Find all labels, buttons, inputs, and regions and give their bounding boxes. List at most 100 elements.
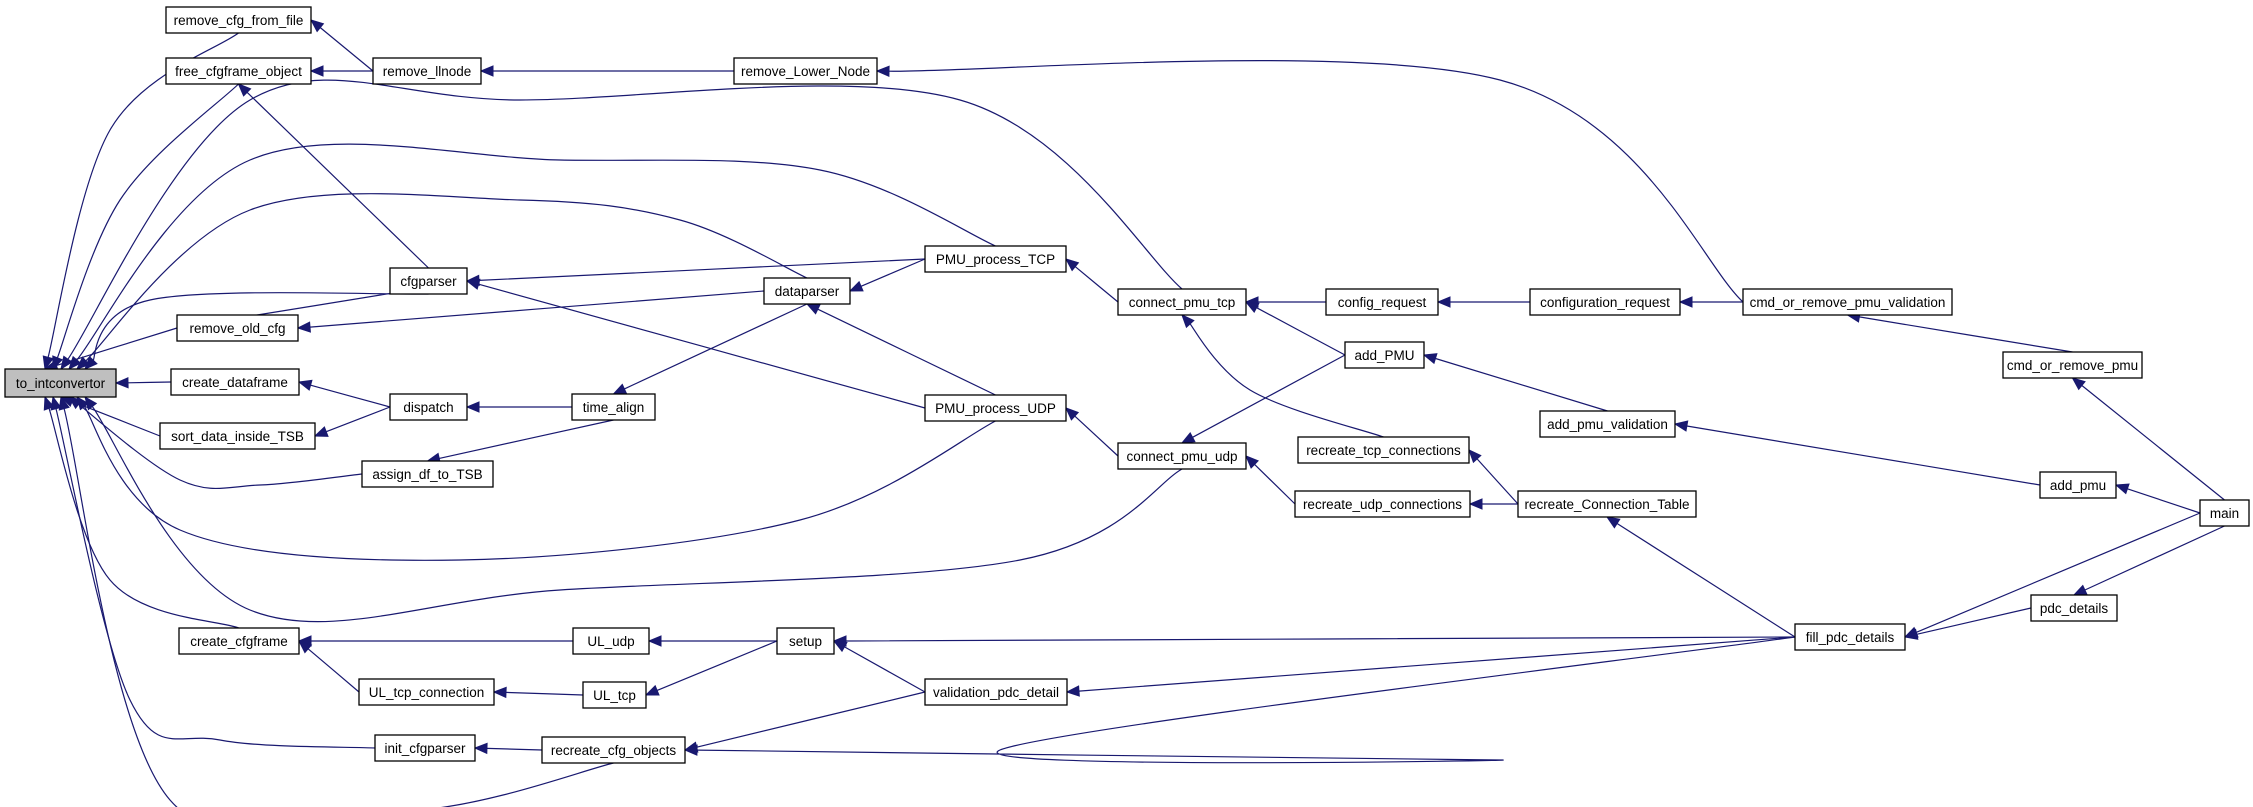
arrowhead-icon	[492, 686, 507, 699]
node-free_cfgframe_object[interactable]: free_cfgframe_object	[165, 57, 312, 85]
node-to_intconvertor[interactable]: to_intconvertor	[4, 368, 117, 398]
edge-line	[439, 419, 614, 459]
edge-line	[83, 406, 996, 561]
arrowhead-icon	[683, 744, 698, 756]
node-cmd_or_remove_pmu[interactable]: cmd_or_remove_pmu	[2002, 351, 2143, 379]
arrowhead-icon	[76, 356, 91, 370]
edge-cfgparser-to-to_intconvertor	[84, 292, 429, 370]
node-add_pmu[interactable]: add_pmu	[2039, 471, 2117, 499]
node-configuration_request[interactable]: configuration_request	[1529, 288, 1681, 316]
node-box	[1297, 436, 1470, 464]
node-create_cfgframe[interactable]: create_cfgframe	[178, 627, 300, 655]
edge-line	[1915, 512, 2201, 633]
edge-dataparser-to-remove_old_cfg	[296, 290, 765, 333]
node-remove_llnode[interactable]: remove_llnode	[372, 57, 482, 85]
node-recreate_cfg_objects[interactable]: recreate_cfg_objects	[541, 736, 686, 764]
node-assign_df_to_TSB[interactable]: assign_df_to_TSB	[361, 460, 494, 488]
node-label: to_intconvertor	[16, 376, 106, 391]
node-setup[interactable]: setup	[776, 627, 835, 655]
node-label: add_pmu_validation	[1547, 417, 1668, 432]
edge-line	[2127, 488, 2201, 514]
node-main[interactable]: main	[2199, 499, 2250, 527]
edge-add_pmu-to-add_pmu_validation	[1673, 420, 2041, 486]
edge-line	[1916, 607, 2032, 635]
node-label: UL_tcp_connection	[369, 685, 485, 700]
arrowhead-icon	[1903, 628, 1919, 640]
edge-add_pmu_validation-to-add_PMU	[1422, 353, 1608, 412]
node-PMU_process_TCP[interactable]: PMU_process_TCP	[924, 245, 1067, 273]
node-box	[776, 627, 835, 655]
node-sort_data_inside_TSB[interactable]: sort_data_inside_TSB	[159, 422, 316, 450]
node-remove_cfg_from_file[interactable]: remove_cfg_from_file	[165, 6, 312, 34]
node-create_dataframe[interactable]: create_dataframe	[170, 368, 300, 396]
edge-line	[845, 636, 1796, 642]
node-UL_tcp[interactable]: UL_tcp	[582, 681, 647, 709]
node-recreate_Connection_Table[interactable]: recreate_Connection_Table	[1517, 490, 1697, 518]
node-label: cfgparser	[400, 274, 457, 289]
node-box	[1742, 288, 1953, 316]
node-box	[2199, 499, 2250, 527]
node-cfgparser[interactable]: cfgparser	[389, 267, 468, 295]
node-label: recreate_tcp_connections	[1306, 443, 1461, 458]
arrowhead-icon	[2114, 483, 2130, 495]
arrowhead-icon	[2072, 584, 2088, 596]
node-recreate_udp_connections[interactable]: recreate_udp_connections	[1294, 490, 1471, 518]
node-UL_udp[interactable]: UL_udp	[572, 627, 650, 655]
node-fill_pdc_details[interactable]: fill_pdc_details	[1794, 623, 1906, 651]
node-box	[924, 394, 1067, 422]
node-cmd_or_remove_pmu_validation[interactable]: cmd_or_remove_pmu_validation	[1742, 288, 1953, 316]
node-label: add_pmu	[2050, 478, 2106, 493]
edge-fill_pdc_details-to-recreate_Connection_Table	[1605, 516, 1796, 638]
edge-line	[55, 408, 376, 749]
arrowhead-icon	[309, 65, 324, 77]
node-PMU_process_UDP[interactable]: PMU_process_UDP	[924, 394, 1067, 422]
edge-validation_pdc_detail-to-recreate_cfg_objects	[683, 691, 926, 753]
arrowhead-icon	[1180, 432, 1196, 444]
node-label: remove_llnode	[383, 64, 472, 79]
node-add_pmu_validation[interactable]: add_pmu_validation	[1539, 410, 1676, 438]
arrowhead-icon	[1181, 314, 1195, 329]
node-box	[389, 393, 468, 421]
edge-setup-to-UL_tcp	[644, 640, 778, 696]
arrowhead-icon	[1605, 516, 1621, 529]
edge-line	[48, 408, 240, 629]
node-layer: to_intconvertor remove_cfg_from_file free_…	[4, 6, 2250, 764]
node-box	[2039, 471, 2117, 499]
node-label: main	[2210, 506, 2239, 521]
node-remove_Lower_Node[interactable]: remove_Lower_Node	[733, 57, 878, 85]
node-time_align[interactable]: time_align	[571, 393, 656, 421]
arrowhead-icon	[465, 278, 481, 290]
node-validation_pdc_detail[interactable]: validation_pdc_detail	[924, 678, 1068, 706]
arrowhead-icon	[832, 640, 848, 653]
edge-line	[47, 32, 239, 358]
node-dispatch[interactable]: dispatch	[389, 393, 468, 421]
arrowhead-icon	[1064, 258, 1080, 272]
node-dataparser[interactable]: dataparser	[763, 277, 851, 305]
node-remove_old_cfg[interactable]: remove_old_cfg	[176, 314, 299, 342]
node-connect_pmu_udp[interactable]: connect_pmu_udp	[1117, 442, 1247, 470]
node-label: time_align	[583, 400, 645, 415]
edge-connect_pmu_udp-to-PMU_process_UDP	[1065, 407, 1119, 457]
node-init_cfgparser[interactable]: init_cfgparser	[374, 734, 476, 762]
edge-layer	[42, 19, 2225, 807]
edge-line	[696, 636, 1796, 764]
node-box	[170, 368, 300, 396]
node-box	[165, 57, 312, 85]
node-recreate_tcp_connections[interactable]: recreate_tcp_connections	[1297, 436, 1470, 464]
node-box	[1794, 623, 1906, 651]
node-connect_pmu_tcp[interactable]: connect_pmu_tcp	[1117, 288, 1247, 316]
node-label: sort_data_inside_TSB	[171, 429, 304, 444]
node-UL_tcp_connection[interactable]: UL_tcp_connection	[358, 678, 495, 706]
edge-recreate_cfg_objects-to-init_cfgparser	[473, 742, 543, 755]
node-config_request[interactable]: config_request	[1325, 288, 1439, 316]
edge-main-to-pdc_details	[2072, 525, 2225, 596]
edge-line	[1435, 357, 1608, 412]
arrowhead-icon	[84, 355, 98, 370]
node-box	[1117, 442, 1247, 470]
node-label: validation_pdc_detail	[933, 685, 1059, 700]
edge-init_cfgparser-to-to_intconvertor	[50, 395, 376, 749]
arrowhead-icon	[2071, 377, 2086, 391]
arrowhead-icon	[1468, 449, 1482, 464]
node-pdc_details[interactable]: pdc_details	[2030, 594, 2118, 622]
node-add_PMU[interactable]: add_PMU	[1344, 341, 1425, 369]
